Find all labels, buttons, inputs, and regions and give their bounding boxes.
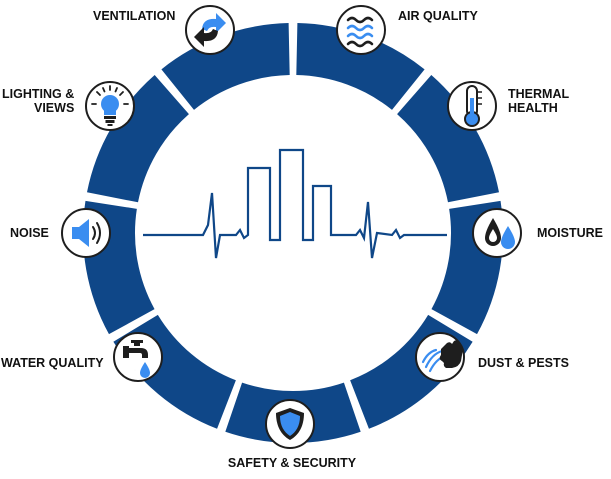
icon-circle-ventilation — [185, 5, 235, 55]
speaker-icon — [72, 219, 101, 247]
ring-segment-lighting-views — [86, 74, 189, 203]
label-dust-pests: DUST & PESTS — [478, 356, 569, 370]
ring-segment-thermal-health — [397, 74, 500, 203]
icon-circle-dust-pests — [415, 332, 465, 382]
thermometer-icon — [464, 85, 482, 127]
label-line: DUST & PESTS — [478, 356, 569, 370]
hand-wipe-icon — [421, 340, 463, 373]
faucet-icon — [123, 340, 150, 378]
label-air-quality: AIR QUALITY — [398, 9, 479, 23]
label-moisture: MOISTURE — [537, 226, 603, 240]
label-line: AIR QUALITY — [398, 9, 479, 23]
label-line: NOISE — [10, 226, 49, 240]
label-line: MOISTURE — [537, 226, 603, 240]
icon-circle-noise — [61, 208, 111, 258]
ring-segment-air-quality — [296, 23, 425, 110]
air-waves-icon — [346, 16, 374, 48]
water-drops-icon — [485, 218, 515, 249]
icon-circle-water-quality — [113, 332, 163, 382]
light-bulb-icon — [91, 85, 129, 126]
icon-circle-thermal-health — [447, 81, 497, 131]
ring-segment-ventilation — [161, 23, 290, 110]
label-ventilation: VENTILATION — [93, 9, 175, 23]
circular-arrows-icon — [194, 13, 226, 47]
label-line: HEALTH — [508, 101, 558, 115]
label-line: THERMAL — [508, 87, 569, 101]
building-heartbeat-line — [143, 148, 447, 259]
label-water-quality: WATER QUALITY — [1, 356, 104, 370]
label-line: VENTILATION — [93, 9, 175, 23]
label-line: LIGHTING & — [2, 87, 74, 101]
shield-icon — [276, 408, 304, 440]
icon-circle-safety-security — [265, 399, 315, 449]
label-line: VIEWS — [34, 101, 74, 115]
icon-circle-lighting-views — [85, 81, 135, 131]
label-thermal-health: THERMAL HEALTH — [508, 87, 572, 115]
icon-circle-air-quality — [336, 5, 386, 55]
icon-circle-moisture — [472, 208, 522, 258]
label-safety-security: SAFETY & SECURITY — [228, 456, 357, 470]
label-line: SAFETY & SECURITY — [228, 456, 357, 470]
label-line: WATER QUALITY — [1, 356, 104, 370]
label-lighting-views: LIGHTING & VIEWS — [2, 87, 78, 115]
label-noise: NOISE — [10, 226, 49, 240]
